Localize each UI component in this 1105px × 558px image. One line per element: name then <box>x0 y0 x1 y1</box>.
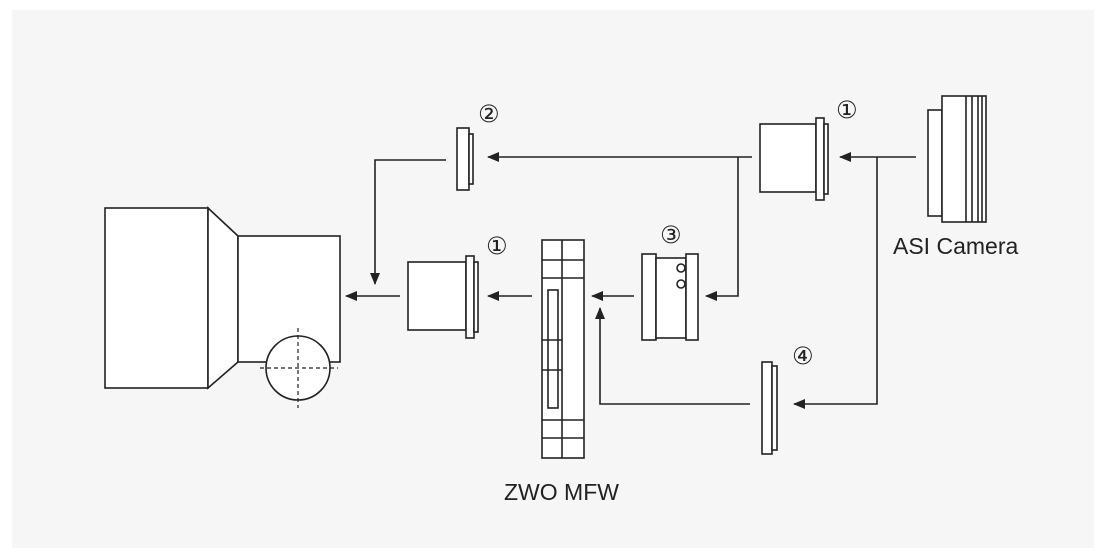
callout-adapter-top: ① <box>836 96 858 124</box>
camera-label: ASI Camera <box>893 233 1018 259</box>
filter-wheel-label: ZWO MFW <box>504 479 619 505</box>
callout-spacer-top: ② <box>478 100 500 128</box>
telescope-body <box>104 206 341 408</box>
callout-adapter-middle: ③ <box>660 221 682 249</box>
asi-camera <box>927 95 987 223</box>
callout-filter-ring: ④ <box>792 342 814 370</box>
adapter-top <box>759 117 829 201</box>
filter-ring <box>761 361 778 455</box>
callout-adapter-bottom: ① <box>486 232 508 260</box>
filter-wheel <box>541 239 585 459</box>
adapter-middle <box>641 253 699 341</box>
spacer-top <box>456 127 474 191</box>
assembly-arrows <box>345 152 916 409</box>
adapter-bottom <box>407 255 479 339</box>
